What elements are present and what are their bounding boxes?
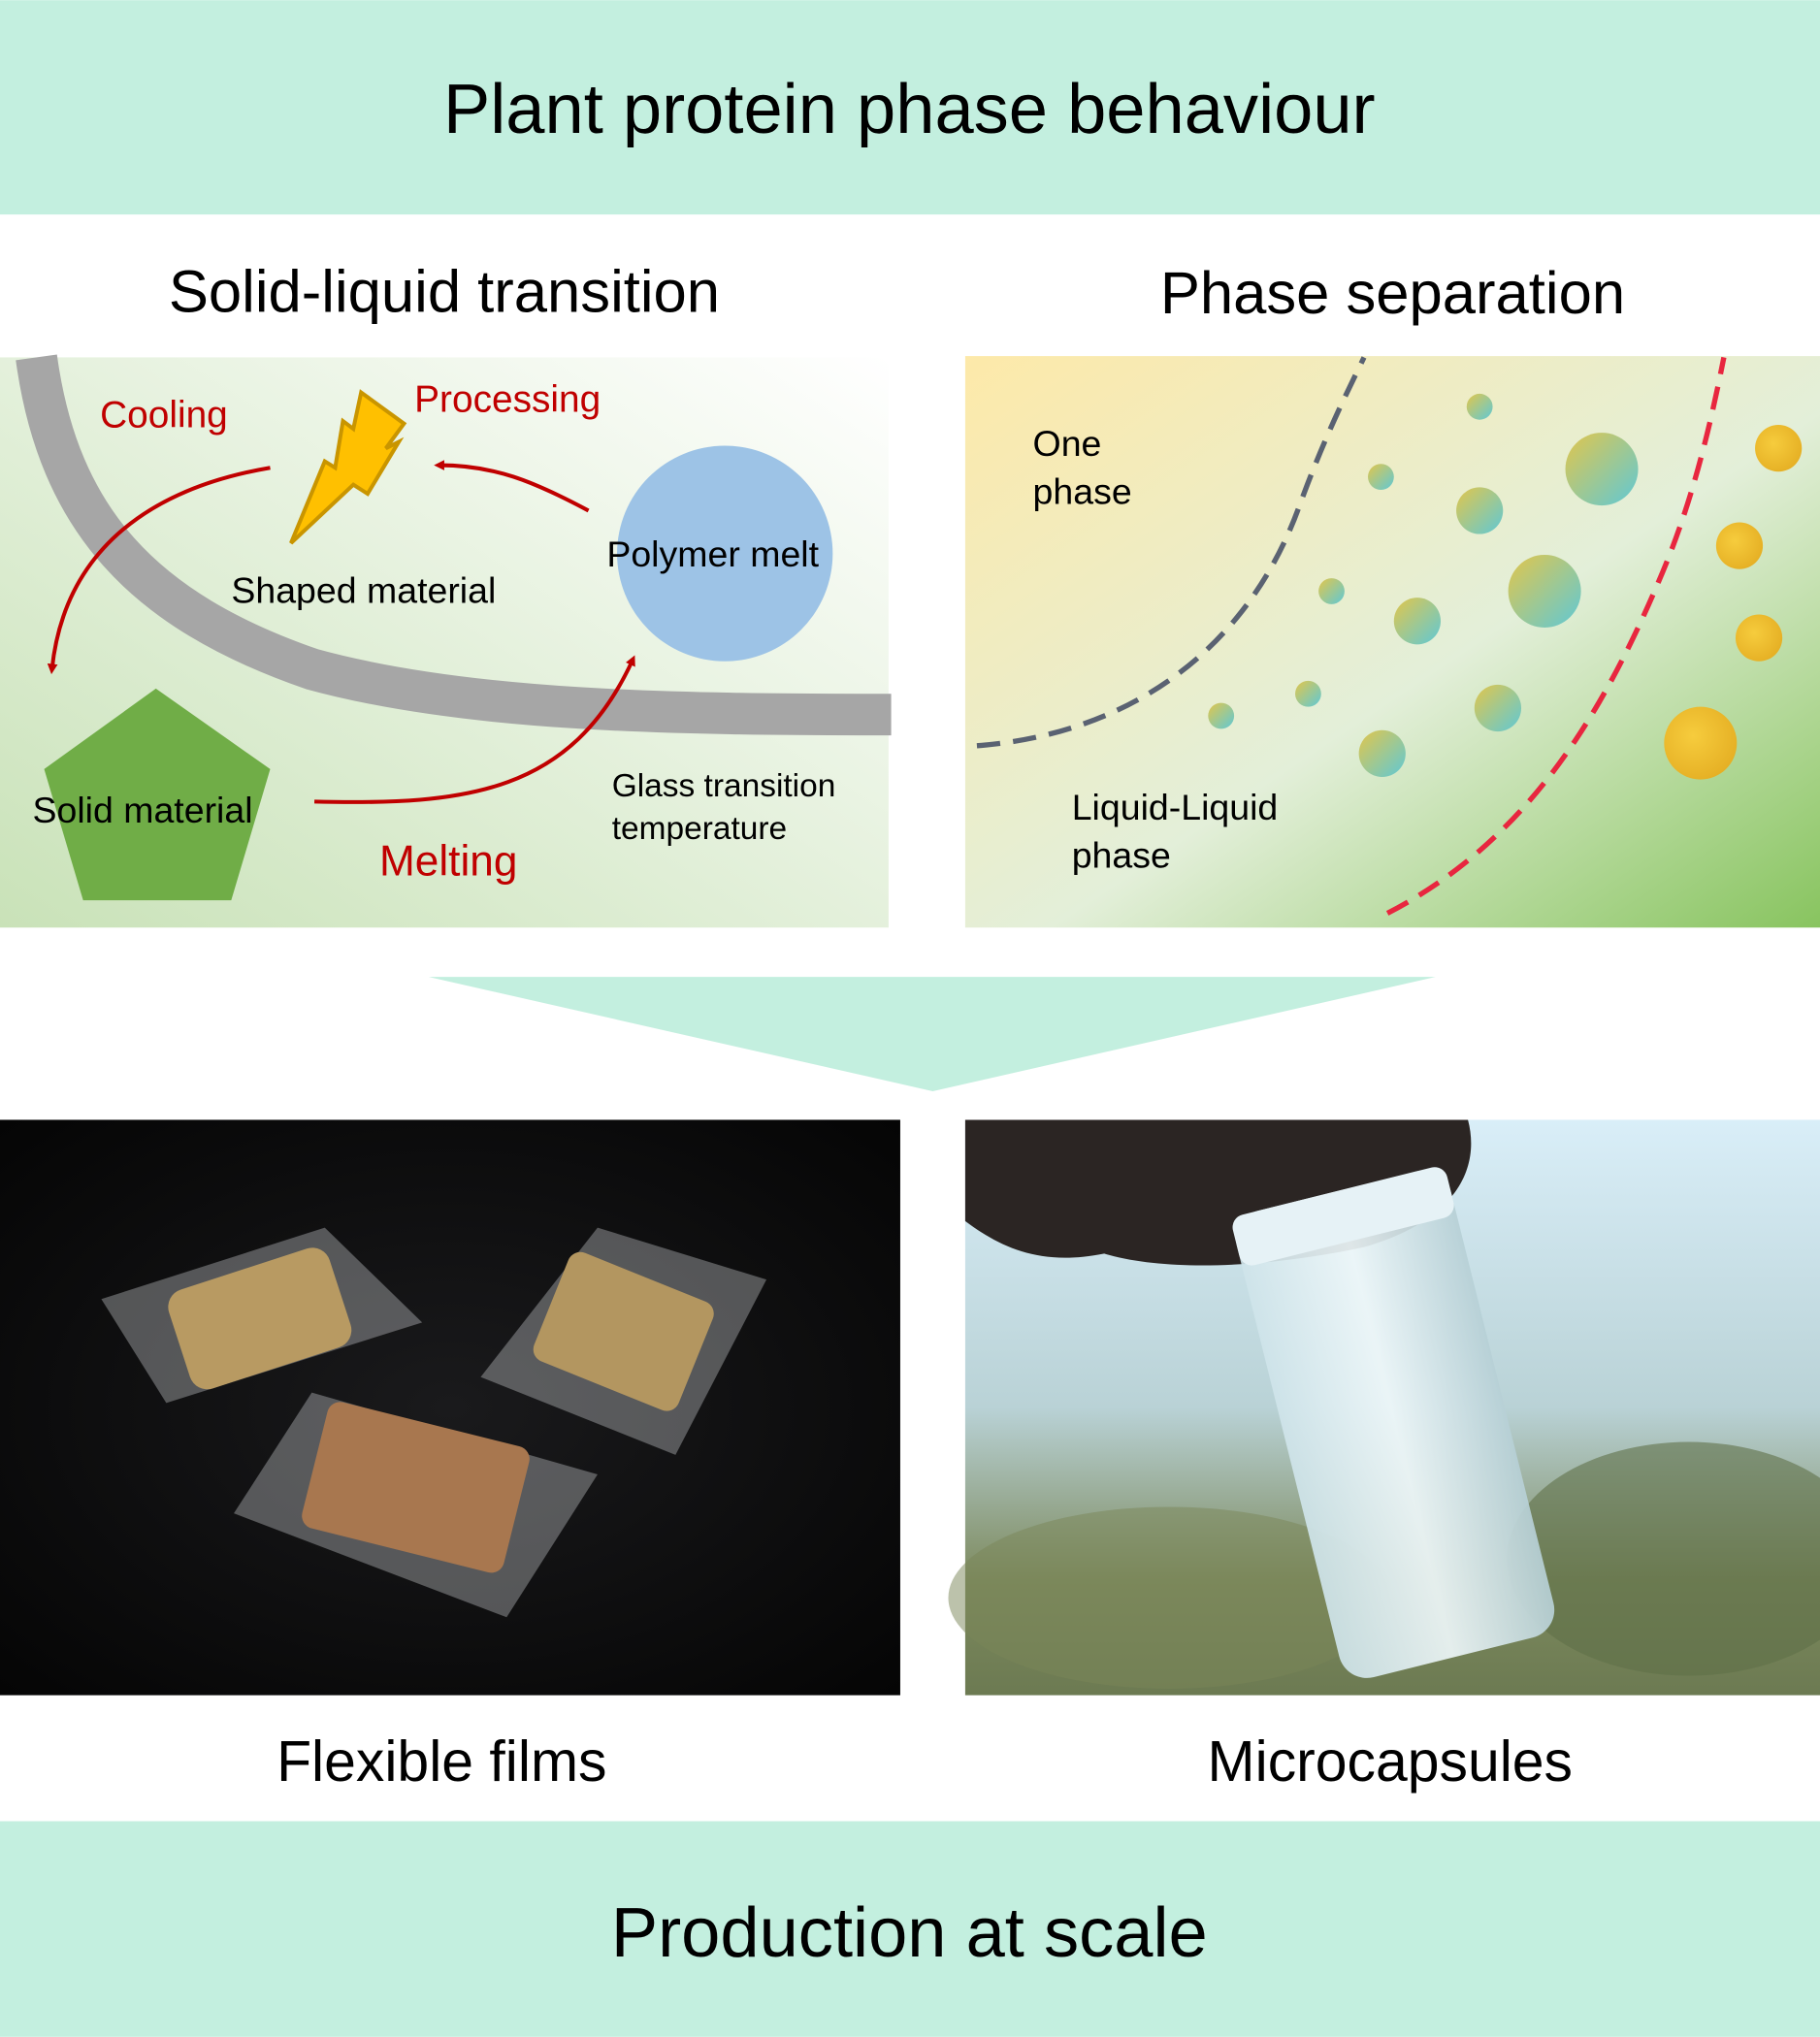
droplet-gold [1715,522,1764,569]
llps-label-1: Liquid-Liquid [1072,787,1279,827]
droplet [1393,598,1441,645]
right-panel-background [964,356,1820,928]
droplet [1508,554,1581,628]
cooling-label: Cooling [100,395,228,436]
down-arrow-icon [428,977,1436,1091]
footer-title: Production at scale [611,1894,1208,1972]
solid-material-label: Solid material [32,790,252,830]
droplet-gold [1755,425,1803,472]
polymer-melt-label: Polymer melt [606,534,819,574]
droplet [1456,487,1504,534]
microcapsules-caption: Microcapsules [1208,1730,1573,1794]
one-phase-label-1: One [1033,423,1102,464]
phase-separation-diagram: One phase Liquid-Liquid phase [964,356,1820,928]
solid-material-pentagon [44,688,271,901]
one-phase-label-2: phase [1033,471,1132,512]
droplet [1358,729,1406,777]
droplet [1208,702,1235,729]
packet [480,1227,767,1455]
droplets [1208,393,1803,780]
melting-label: Melting [379,838,517,886]
droplet [1565,433,1639,506]
glass-transition-label-1: Glass transition [612,768,836,804]
glass-transition-label-2: temperature [612,811,787,847]
shaped-material-label: Shaped material [231,570,496,611]
flexible-films-photo [0,1119,900,1696]
llps-label-2: phase [1072,835,1171,876]
flexible-films-caption: Flexible films [276,1730,606,1794]
polymer-melt-circle [617,445,833,662]
droplet [1474,684,1522,732]
vial [1232,1167,1555,1678]
microcapsules-photo [948,1119,1820,1696]
solid-liquid-diagram: Cooling Processing Shaped material Polym… [0,354,892,928]
spinodal-curve [1385,356,1727,916]
packet [234,1392,598,1618]
droplet-gold [1664,706,1738,780]
droplet [1466,393,1493,420]
header-title: Plant protein phase behaviour [443,71,1376,148]
droplet-gold [1735,614,1783,662]
binodal-curve [976,356,1367,749]
photo-background [0,1119,900,1696]
droplet [1295,680,1321,707]
lightning-bolt-icon [289,389,407,545]
cooling-arrow [47,466,271,675]
droplet [1368,464,1394,491]
melting-arrow [313,655,635,804]
glass-transition-curve [16,354,892,736]
packet [101,1227,423,1404]
footer-band [0,1821,1820,2037]
droplet [1318,578,1345,604]
right-panel-title: Phase separation [1160,260,1625,327]
processing-arrow [434,460,590,513]
processing-label: Processing [414,379,601,421]
left-panel-title: Solid-liquid transition [169,259,720,326]
header-band [0,0,1820,215]
